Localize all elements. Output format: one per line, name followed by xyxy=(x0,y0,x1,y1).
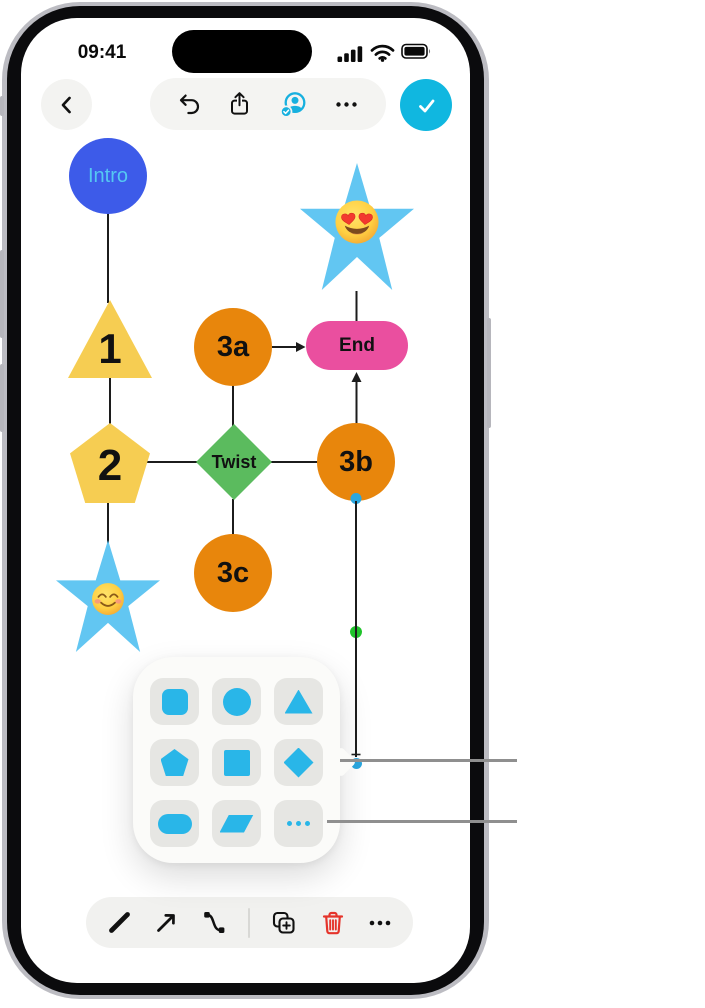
done-button[interactable] xyxy=(400,79,452,131)
shape-picker-popup xyxy=(133,657,357,863)
arrow-tool-button[interactable] xyxy=(153,909,180,936)
collaborate-button[interactable] xyxy=(278,90,309,119)
parallelogram-icon xyxy=(219,814,254,833)
callout-line-endpoint xyxy=(340,759,517,762)
more-tools-button[interactable] xyxy=(367,910,393,936)
battery-icon xyxy=(401,43,432,65)
bottom-toolbar xyxy=(86,897,413,948)
node-step3a-label: 3a xyxy=(216,330,250,363)
action-button xyxy=(0,96,4,116)
circle-icon xyxy=(222,687,251,716)
callout-line-more-shapes xyxy=(327,820,517,823)
node-twist-label: Twist xyxy=(211,451,257,472)
square-icon xyxy=(223,749,250,776)
duplicate-button[interactable] xyxy=(270,909,298,937)
smiling-blush-emoji xyxy=(91,582,125,621)
node-step2-label: 2 xyxy=(97,441,123,490)
toolbar-divider xyxy=(247,907,250,938)
shape-option-circle[interactable] xyxy=(212,678,261,725)
more-button[interactable] xyxy=(334,92,359,117)
node-step3a[interactable]: 3a xyxy=(194,308,272,386)
volume-up-button xyxy=(0,250,4,338)
heart-eyes-emoji xyxy=(334,199,380,250)
shape-option-rounded-square[interactable] xyxy=(150,678,199,725)
node-intro-label: Intro xyxy=(87,164,129,187)
node-end[interactable]: End xyxy=(306,321,408,370)
shape-option-square[interactable] xyxy=(212,739,261,786)
connector-tool-button[interactable] xyxy=(201,909,228,936)
shape-option-parallelogram[interactable] xyxy=(212,800,261,847)
collaborate-person-check-icon xyxy=(279,91,306,118)
endpoint-handle[interactable] xyxy=(350,757,362,769)
power-button xyxy=(487,318,491,428)
shape-option-diamond[interactable] xyxy=(274,739,323,786)
cellular-signal-icon xyxy=(337,44,364,67)
shape-option-pentagon[interactable] xyxy=(150,739,199,786)
dynamic-island xyxy=(172,30,312,73)
checkmark-icon xyxy=(413,92,440,119)
shape-option-triangle[interactable] xyxy=(274,678,323,725)
back-button[interactable] xyxy=(41,79,92,130)
status-bar-time: 09:41 xyxy=(77,42,127,63)
delete-button[interactable] xyxy=(319,909,347,937)
node-step1-label: 1 xyxy=(98,325,122,372)
shape-option-more-shapes[interactable] xyxy=(274,800,323,847)
volume-down-button xyxy=(0,364,4,432)
node-step3c-label: 3c xyxy=(216,556,250,589)
line-tool-button[interactable] xyxy=(106,909,133,936)
shape-option-stadium[interactable] xyxy=(150,800,199,847)
node-step3b-label: 3b xyxy=(339,445,373,478)
undo-button[interactable] xyxy=(177,92,202,117)
rounded-square-icon xyxy=(161,688,188,715)
chevron-left-icon xyxy=(55,92,79,118)
node-end-label: End xyxy=(339,334,375,356)
top-toolbar xyxy=(150,78,386,130)
triangle-icon xyxy=(284,689,313,714)
node-step3c[interactable]: 3c xyxy=(194,534,272,612)
share-button[interactable] xyxy=(227,91,252,117)
node-intro[interactable]: Intro xyxy=(69,138,147,214)
stadium-icon xyxy=(157,813,192,834)
pentagon-icon xyxy=(160,749,189,776)
wifi-icon xyxy=(370,44,395,67)
node-step3b[interactable]: 3b xyxy=(317,423,395,501)
more-shapes-icon xyxy=(287,821,310,826)
diamond-icon xyxy=(283,747,314,778)
shape-picker-grid xyxy=(150,678,323,847)
